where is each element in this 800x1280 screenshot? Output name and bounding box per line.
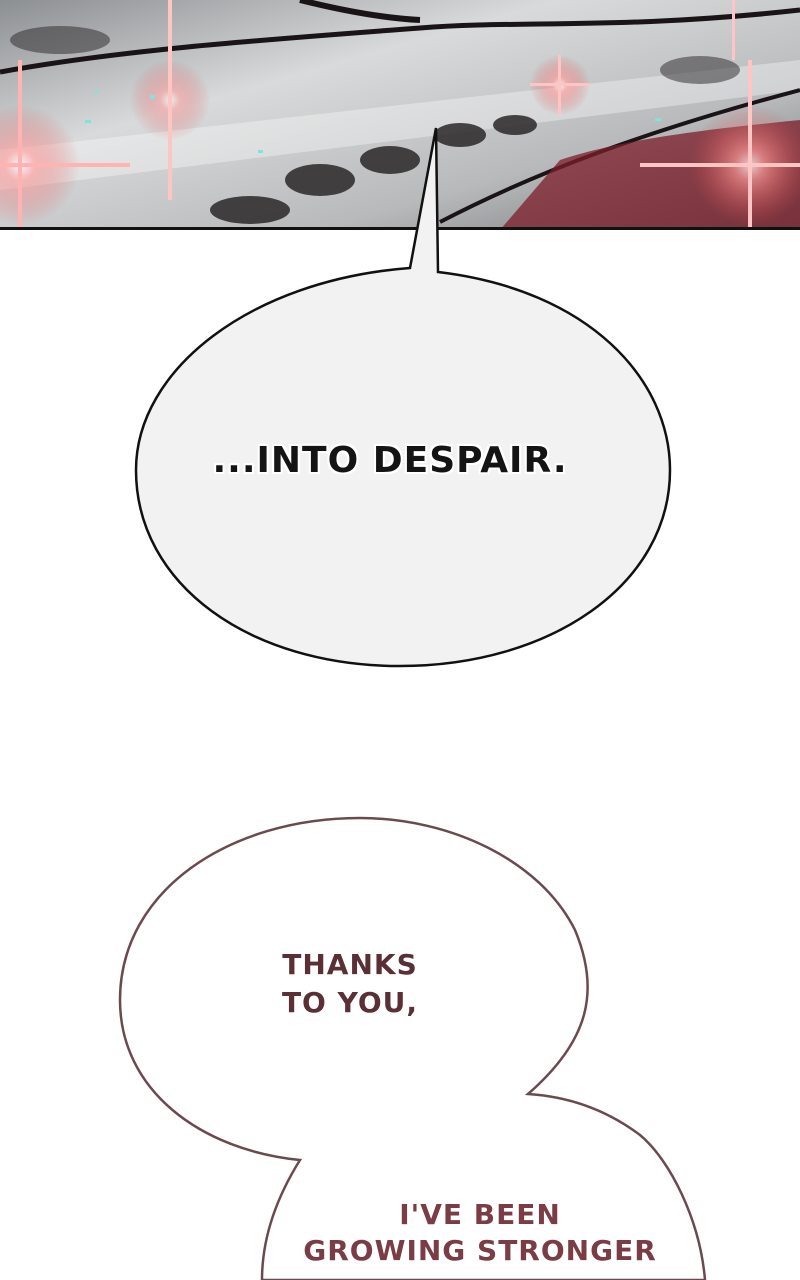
thanks-text-line-2: TO YOU, [281, 986, 419, 1019]
action-panel-art [0, 0, 800, 230]
thanks-bubble [118, 816, 707, 1280]
stronger-text-line-2: GROWING STRONGER [303, 1234, 657, 1267]
despair-bubble [134, 127, 672, 668]
despair-text: ...INTO DESPAIR. [212, 440, 568, 481]
thanks-text-line-1: THANKS [282, 948, 418, 981]
stronger-text-line-1: I'VE BEEN [399, 1198, 561, 1231]
